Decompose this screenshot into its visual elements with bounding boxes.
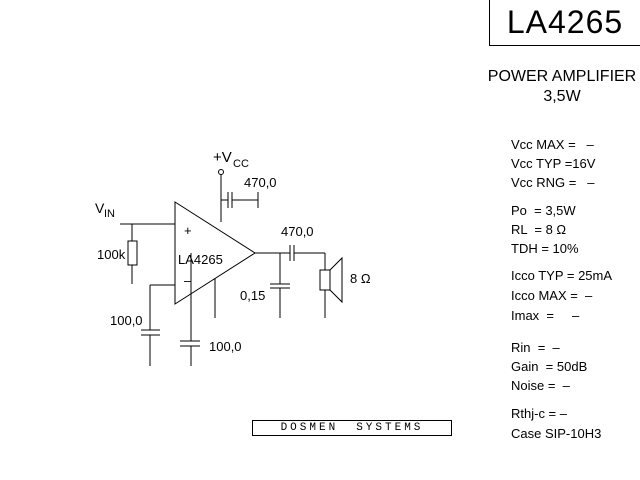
- brand-box: DOSMEN SYSTEMS: [252, 420, 452, 436]
- spec-icco-typ: Icco TYP = 25mA: [511, 268, 613, 283]
- c-fb2-label: 100,0: [209, 339, 242, 354]
- plus-sign: +: [184, 223, 192, 238]
- spec-vcc-rng: Vcc RNG = –: [511, 175, 595, 190]
- spec-noise: Noise = –: [511, 378, 570, 393]
- spec-rthj-c: Rthj-c = –: [511, 406, 567, 421]
- vcc-terminal: [218, 169, 224, 175]
- spec-vcc-typ: Vcc TYP =16V: [511, 156, 596, 171]
- vcc-label: +V: [213, 149, 232, 166]
- speaker-label: 8 Ω: [350, 271, 371, 286]
- spec-tdh: TDH = 10%: [511, 241, 579, 256]
- spec-case: Case SIP-10H3: [511, 426, 602, 441]
- spec-gain: Gain = 50dB: [511, 359, 588, 374]
- speaker-cone: [329, 256, 343, 304]
- ic-label: LA4265: [178, 252, 223, 267]
- spec-rin: Rin = –: [511, 340, 560, 355]
- c-fb1-label: 100,0: [110, 313, 143, 328]
- subtitle-line-1: POWER AMPLIFIER: [487, 68, 637, 85]
- c-out-label: 470,0: [281, 224, 314, 239]
- spec-icco-max: Icco MAX = –: [511, 288, 593, 303]
- subtitle-line-2: 3,5W: [543, 88, 581, 105]
- vin-label: V: [95, 200, 105, 216]
- vcc-sub: CC: [233, 158, 249, 170]
- brand-right: SYSTEMS: [356, 422, 424, 434]
- vin-sub: IN: [104, 208, 115, 220]
- c-supply-label: 470,0: [244, 175, 277, 190]
- r-in-label: 100k: [97, 247, 126, 262]
- part-number-title: LA4265: [489, 0, 640, 46]
- brand-left: DOSMEN: [280, 422, 339, 434]
- minus-sign: –: [184, 273, 192, 288]
- spec-po: Po = 3,5W: [511, 203, 576, 218]
- speaker-body: [319, 269, 331, 291]
- spec-rl: RL = 8 Ω: [511, 222, 567, 237]
- spec-imax: Imax = –: [511, 308, 580, 323]
- c-zobel-label: 0,15: [240, 288, 265, 303]
- spec-vcc-max: Vcc MAX = –: [511, 137, 594, 152]
- input-resistor: [127, 240, 138, 266]
